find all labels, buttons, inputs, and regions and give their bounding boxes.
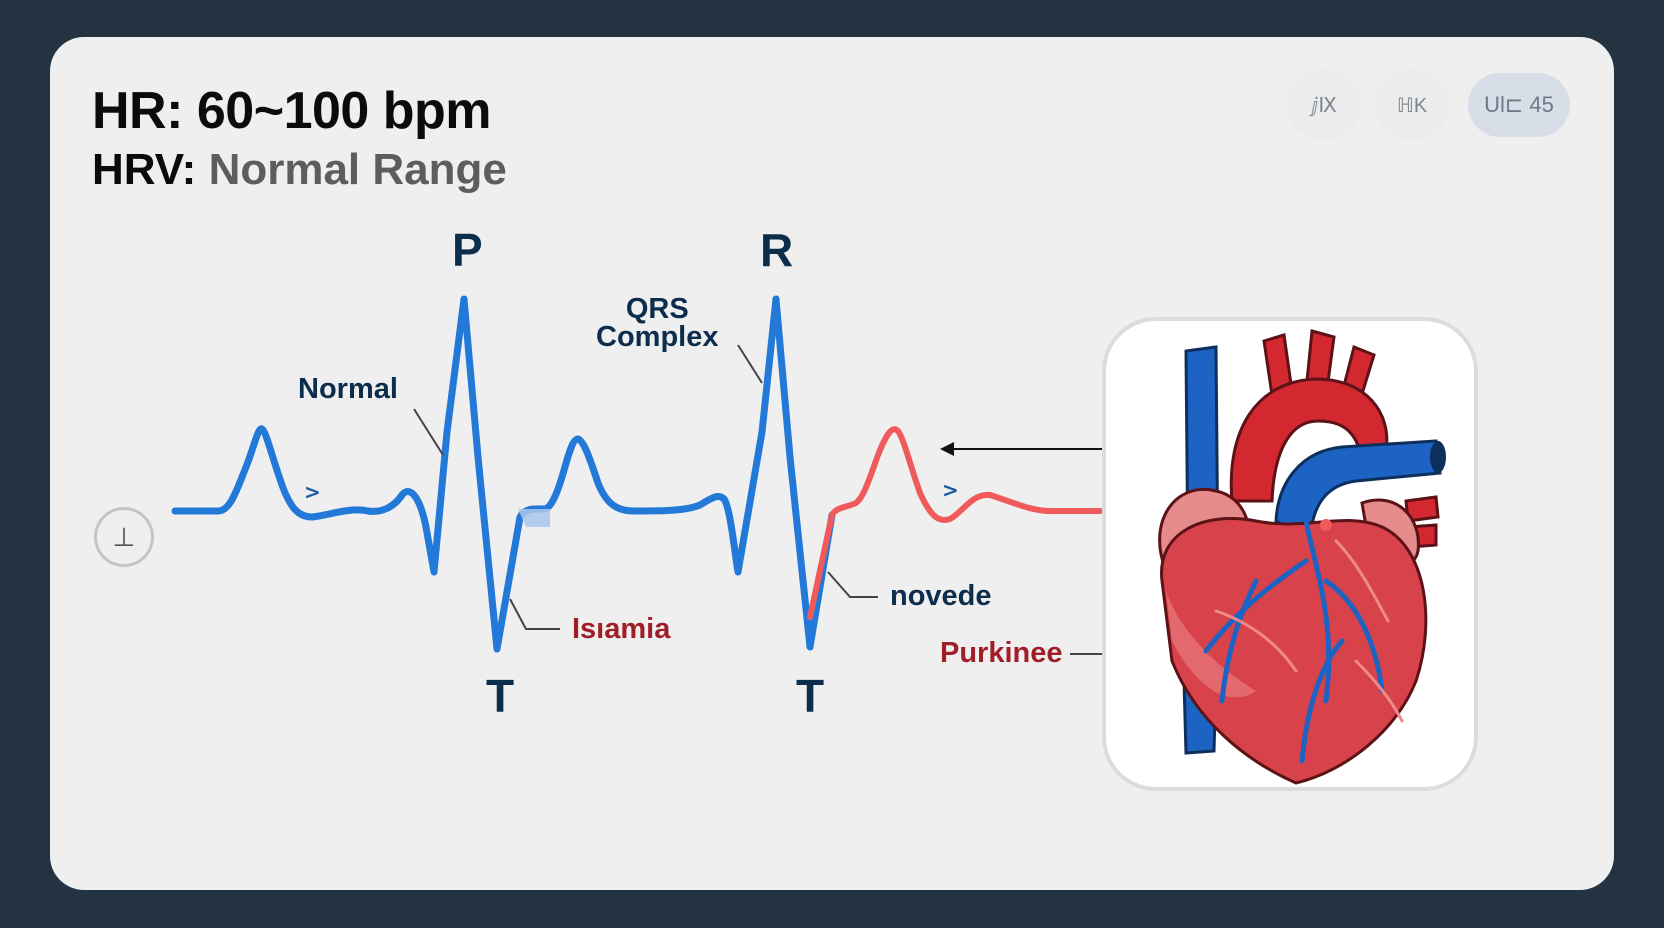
direction-arrow-icon-1: > (304, 480, 321, 504)
leader-line-novede (827, 571, 878, 598)
leader-line-ischemia (509, 598, 560, 630)
toolbar-chip-1[interactable]: ⅉⅨ (1290, 73, 1358, 137)
leader-line-qrs (737, 344, 763, 384)
heart-rate-readout: HR: 60~100 bpm (92, 82, 492, 140)
hrv-readout: HRV: Normal Range (92, 145, 507, 195)
ecg-trace-blue (171, 295, 836, 653)
annotation-qrs-complex: QRS Complex (596, 293, 719, 353)
peak-label-p: P (452, 224, 483, 276)
pointer-arrow-head-icon (940, 442, 954, 456)
annotation-normal: Normal (298, 373, 398, 405)
toolbar-chip-2[interactable]: ℍK (1378, 73, 1446, 137)
heart-illustration-panel (1102, 317, 1478, 791)
ischemia-st-segment (518, 509, 550, 527)
leader-line-normal (413, 408, 444, 456)
peak-label-t-left: T (486, 670, 515, 722)
annotation-purkinje: Purkinee (940, 637, 1063, 669)
annotation-novede: novede (890, 580, 992, 612)
annotation-qrs-line2: Complex (596, 321, 719, 353)
ecg-diagram: > > (171, 295, 1250, 655)
annotation-ischemia: Isıamia (572, 613, 671, 645)
ecg-card: HR: 60~100 bpm HRV: Normal Range ⅉⅨ ℍK U… (50, 37, 1614, 890)
annotation-qrs-line1: QRS (625, 293, 689, 325)
ecg-trace-red (807, 426, 1103, 620)
toolbar-chip-3[interactable]: Ul⊏ 45 (1468, 73, 1570, 137)
hrv-value: Normal Range (208, 145, 507, 194)
anatomical-heart-icon (1158, 329, 1446, 785)
peak-label-r: R (760, 224, 794, 276)
hrv-label: HRV: (92, 145, 197, 194)
direction-arrow-icon-2: > (942, 478, 959, 502)
play-circle-icon[interactable]: ⊥ (94, 507, 154, 567)
peak-label-t-right: T (796, 670, 825, 722)
